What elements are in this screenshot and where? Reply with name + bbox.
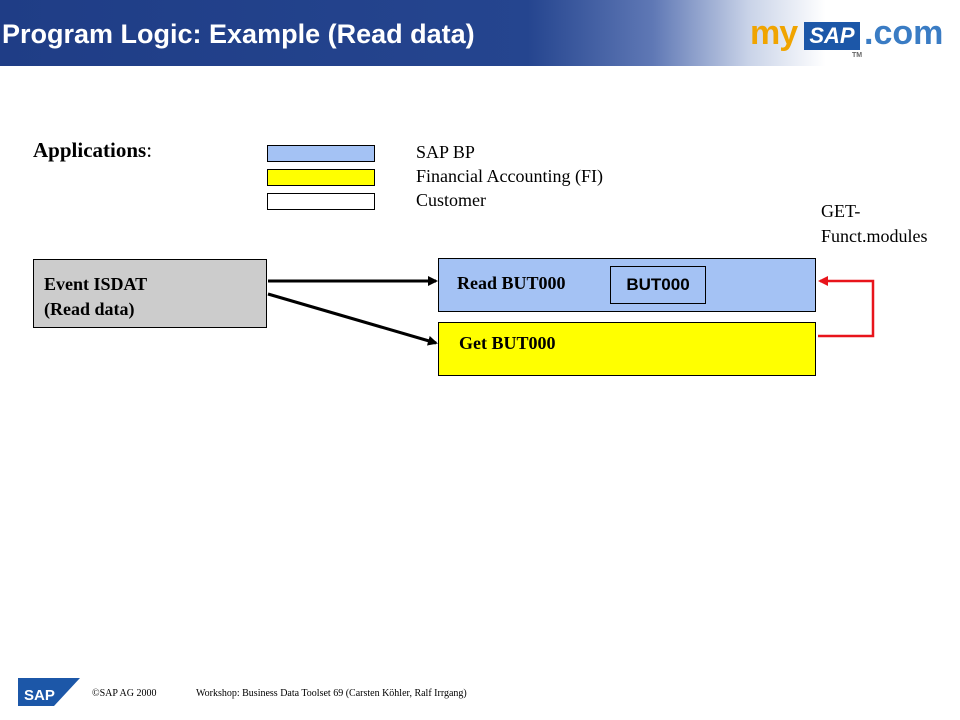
event-box-subtitle: (Read data)	[44, 299, 135, 319]
applications-label: Applications:	[33, 138, 153, 162]
but000-table-chip: BUT000	[610, 266, 706, 304]
footer-copyright: ©SAP AG 2000	[92, 688, 157, 699]
mysap-logo: my SAP .com TM	[750, 14, 950, 62]
legend-label-sap-bp: SAP BP	[416, 142, 475, 162]
read-but000-box: Read BUT000 BUT000	[438, 258, 816, 312]
legend-label-fi: Financial Accounting (FI)	[416, 166, 603, 186]
page-title: Program Logic: Example (Read data)	[2, 19, 475, 49]
legend-label-customer: Customer	[416, 190, 486, 210]
logo-my: my	[750, 14, 798, 52]
logo-sap: SAP	[804, 22, 860, 50]
title-bar: Program Logic: Example (Read data)	[0, 0, 960, 66]
legend-swatch-fi	[267, 169, 375, 186]
arrow-get-loop	[818, 276, 875, 338]
footer-workshop-text: Workshop: Business Data Toolset 69 (Cars…	[196, 688, 467, 699]
read-box-label: Read BUT000	[457, 273, 566, 293]
get-box-label: Get BUT000	[459, 333, 556, 353]
legend-swatch-customer	[267, 193, 375, 210]
sap-footer-logo: SAP	[18, 678, 80, 706]
legend-swatch-sap-bp	[267, 145, 375, 162]
arrow-event-to-get	[267, 292, 438, 346]
event-box-title: Event ISDAT	[44, 274, 148, 294]
logo-tm: TM	[852, 52, 863, 59]
get-but000-box: Get BUT000	[438, 322, 816, 376]
logo-com: .com	[864, 14, 944, 52]
footer-logo-text: SAP	[24, 687, 55, 704]
event-isdat-box: Event ISDAT (Read data)	[33, 259, 267, 328]
get-function-modules-label: GET- Funct.modules	[821, 201, 928, 246]
